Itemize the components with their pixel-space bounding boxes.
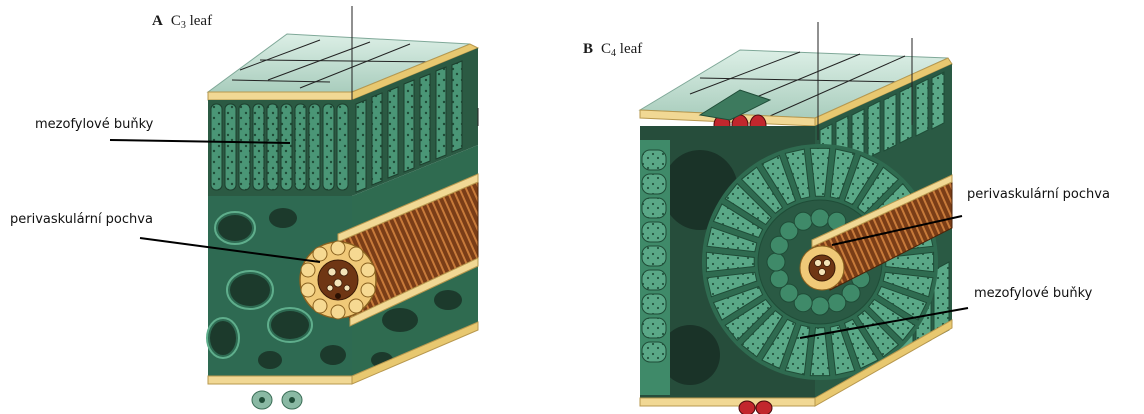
bundle-sheath-cell: [794, 212, 812, 230]
panel-b-letter: B: [583, 41, 593, 57]
bundle-sheath-cell: [811, 209, 829, 227]
panel-a-stoma: [252, 391, 302, 409]
bundle-sheath-cell: [767, 253, 785, 271]
bundle-sheath-cell: [811, 297, 829, 315]
panel-b-mesophyll-label: mezofylové buňky: [974, 286, 1093, 301]
panel-b-sheath-label: perivaskulární pochva: [967, 187, 1110, 202]
panel-a-sheath-label: perivaskulární pochva: [10, 212, 153, 227]
bundle-sheath-cell: [770, 270, 788, 288]
panel-a-letter: A: [152, 13, 163, 29]
panel-a-mesophyll-label: mezofylové buňky: [35, 117, 154, 132]
bundle-sheath-cell: [828, 294, 846, 312]
